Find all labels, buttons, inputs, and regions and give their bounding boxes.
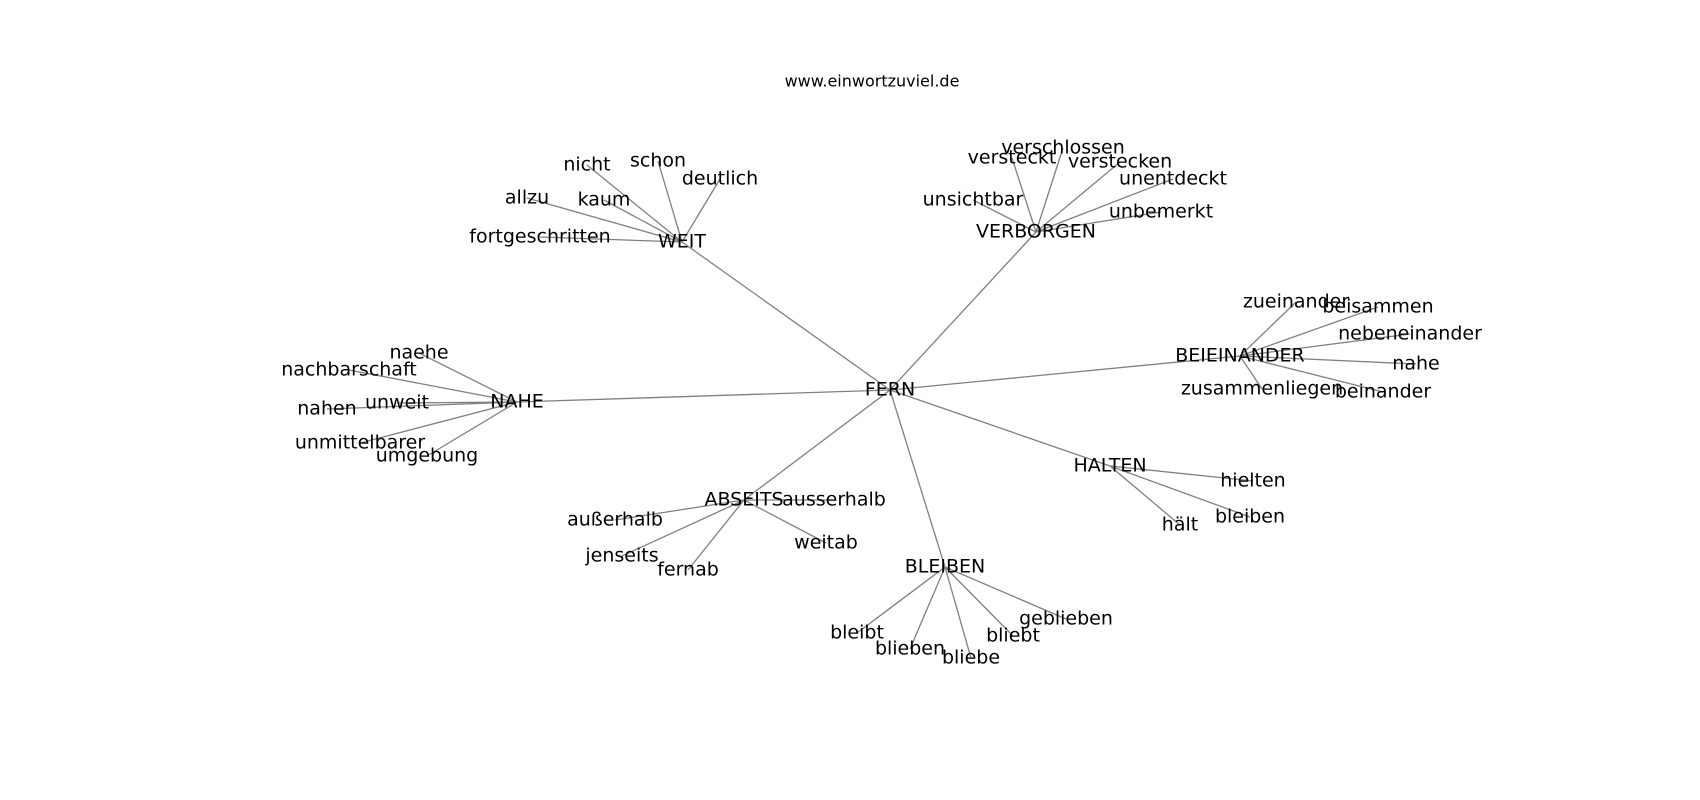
hub-node-label: ABSEITS <box>704 489 783 511</box>
leaf-node-label: beinander <box>1335 381 1432 403</box>
edge-beieinander-2 <box>1239 333 1411 357</box>
leaf-node-label: außerhalb <box>567 509 663 531</box>
edge-bleiben-0 <box>944 566 1067 620</box>
edge-verborgen-3 <box>1035 161 1121 233</box>
leaf-node-label: kaum <box>578 189 631 211</box>
edge-bleiben-4 <box>856 566 946 634</box>
leaf-node-label: unentdeckt <box>1119 168 1227 190</box>
edge-beieinander-5 <box>1239 355 1263 390</box>
leaf-node-label: ausserhalb <box>782 489 886 511</box>
leaf-node-label: bleiben <box>1215 506 1285 528</box>
edge-weit-1 <box>526 197 683 243</box>
leaf-node-label: umgebung <box>376 445 479 467</box>
root-node-label: FERN <box>865 379 915 401</box>
edge-abseits-3 <box>621 499 745 557</box>
leaf-node-label: naehe <box>389 342 448 364</box>
edge-weit-5 <box>681 178 721 243</box>
leaf-node-label: schon <box>630 150 686 172</box>
edge-verborgen-5 <box>1035 211 1162 233</box>
leaf-node-label: bliebt <box>986 625 1040 647</box>
leaf-node-label: nahe <box>1392 353 1439 375</box>
leaf-node-label: nebeneinander <box>1338 323 1482 345</box>
edge-verborgen-4 <box>1035 178 1174 233</box>
leaf-node-label: nachbarschaft <box>281 359 417 381</box>
edge-nahe-4 <box>359 401 518 444</box>
leaf-node-label: verschlossen <box>1001 137 1125 159</box>
leaf-node-label: unweit <box>365 392 429 414</box>
edge-beieinander-0 <box>1239 301 1297 357</box>
edge-halten-0 <box>1109 465 1254 482</box>
edge-nahe-3 <box>326 401 518 410</box>
edge-abseits-2 <box>687 499 745 571</box>
hub-node-label: VERBORGEN <box>976 221 1096 243</box>
leaf-node-label: zusammenliegen <box>1181 378 1343 400</box>
edge-root-weit <box>681 241 891 391</box>
leaf-node-label: fernab <box>657 559 719 581</box>
leaf-node-label: nicht <box>563 154 610 176</box>
leaf-node-label: unbemerkt <box>1109 201 1213 223</box>
edge-weit-3 <box>586 164 683 243</box>
edge-weit-0 <box>539 236 683 243</box>
hub-node-label: NAHE <box>490 391 544 413</box>
edge-halten-2 <box>1109 465 1181 526</box>
leaf-node-label: jenseits <box>584 545 658 567</box>
edge-nahe-0 <box>418 352 518 403</box>
edge-bleiben-1 <box>944 566 1014 637</box>
leaf-node-label: hielten <box>1220 470 1285 492</box>
leaf-node-label: beisammen <box>1322 296 1433 318</box>
leaf-node-label: fortgeschritten <box>469 226 610 248</box>
edge-halten-1 <box>1109 465 1251 518</box>
edge-beieinander-4 <box>1239 355 1384 393</box>
edge-bleiben-3 <box>909 566 946 650</box>
hub-node-label: WEIT <box>658 231 706 253</box>
leaf-node-label: geblieben <box>1019 608 1113 630</box>
graph-edges <box>326 147 1417 659</box>
leaf-node-label: zueinander <box>1243 291 1349 313</box>
edge-abseits-4 <box>614 499 745 521</box>
graph-labels: FERN WEIT fortgeschritten allzu kaum nicht sch… <box>281 137 1482 669</box>
leaf-node-label: bliebe <box>942 647 1000 669</box>
edge-root-abseits <box>743 389 891 501</box>
leaf-node-label: deutlich <box>682 168 758 190</box>
edge-nahe-5 <box>426 401 518 457</box>
edge-beieinander-3 <box>1239 355 1417 365</box>
site-url: www.einwortzuviel.de <box>785 72 960 91</box>
leaf-node-label: blieben <box>875 638 945 660</box>
leaf-node-label: allzu <box>505 187 549 209</box>
leaf-node-label: verstecken <box>1068 151 1172 173</box>
hub-node-label: HALTEN <box>1073 455 1146 477</box>
edge-bleiben-2 <box>944 566 972 659</box>
edge-root-halten <box>889 389 1111 467</box>
leaf-node-label: unsichtbar <box>923 189 1024 211</box>
hub-node-label: BEIEINANDER <box>1175 345 1305 367</box>
edge-root-verborgen <box>889 231 1037 391</box>
leaf-node-label: versteckt <box>968 147 1057 169</box>
edge-nahe-1 <box>348 369 518 403</box>
edge-beieinander-1 <box>1239 306 1379 357</box>
leaf-node-label: weitab <box>794 532 858 554</box>
leaf-node-label: nahen <box>297 398 356 420</box>
leaf-node-label: unmittelbarer <box>295 432 426 454</box>
edge-abseits-1 <box>743 499 827 544</box>
leaf-node-label: bleibt <box>830 622 884 644</box>
edge-verborgen-0 <box>972 199 1037 233</box>
hub-node-label: BLEIBEN <box>905 556 985 578</box>
leaf-node-label: hält <box>1162 514 1198 536</box>
edge-verborgen-1 <box>1011 157 1037 233</box>
edge-weit-2 <box>603 199 683 243</box>
edge-verborgen-2 <box>1035 147 1064 233</box>
edge-weit-4 <box>657 160 683 243</box>
edge-root-beieinander <box>889 355 1241 391</box>
edge-root-nahe <box>516 389 891 403</box>
edge-root-bleiben <box>889 389 946 568</box>
